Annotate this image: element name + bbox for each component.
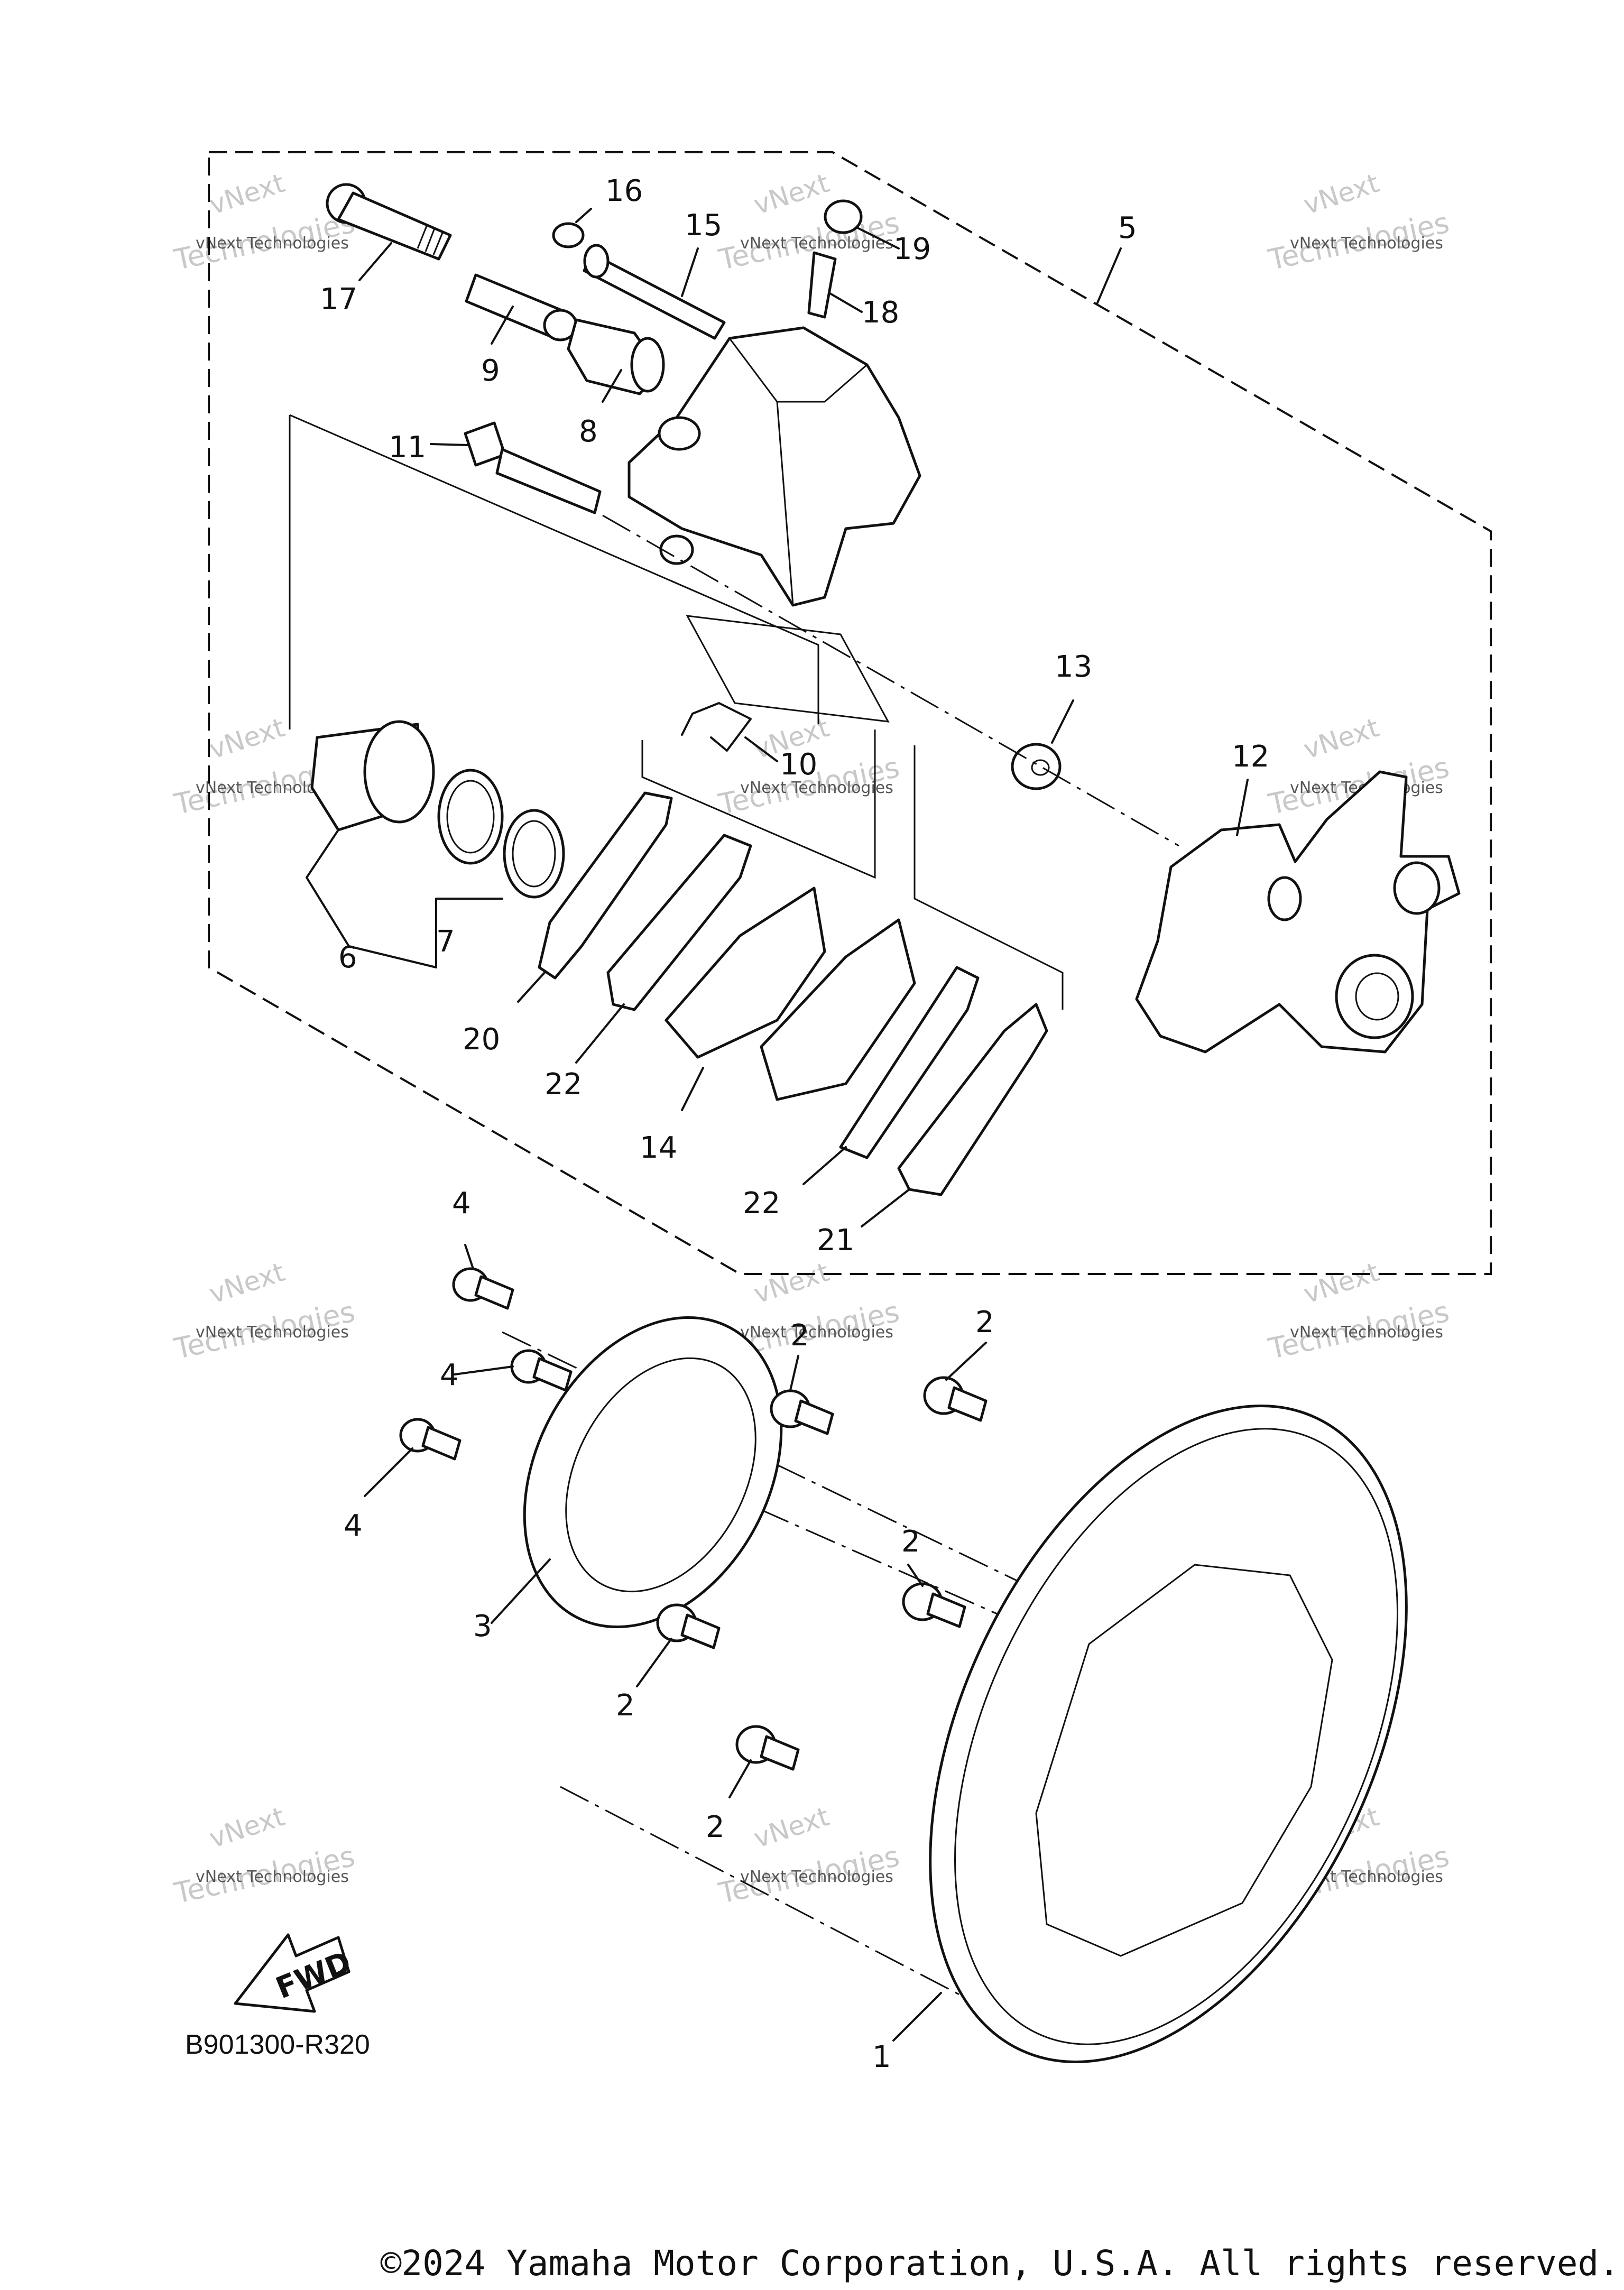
part-15-pin	[583, 244, 726, 340]
callout-2-d: 2	[616, 1688, 635, 1723]
callout-22-upper: 22	[545, 1067, 582, 1102]
part-16-plug	[552, 222, 585, 248]
callout-labels: 16 15 19 5 17 18 9 8 11 13 10 12 6 7 20 …	[320, 174, 1269, 2074]
callout-4-middle: 4	[440, 1358, 459, 1392]
callout-9: 9	[481, 354, 500, 388]
part-9-sleeve	[465, 273, 578, 341]
copyright-notice: ©2024 Yamaha Motor Corporation, U.S.A. A…	[380, 2243, 1620, 2284]
svg-text:vNext Technologies: vNext Technologies	[1290, 1323, 1443, 1342]
callout-3: 3	[473, 1609, 492, 1643]
part-11-bolt	[464, 421, 602, 514]
callout-14: 14	[640, 1131, 677, 1165]
center-line-caliper	[602, 514, 1179, 847]
part-4-bolt-upper	[452, 1267, 514, 1310]
part-4-bolt-middle	[510, 1349, 573, 1392]
part-2-bolt-d	[656, 1603, 721, 1649]
svg-text:vNext Technologies: vNext Technologies	[740, 234, 893, 253]
callout-2-b: 2	[975, 1305, 994, 1340]
part-21-shim	[897, 1003, 1048, 1196]
part-7-seal-inner	[437, 769, 504, 865]
part-22-shim-upper	[606, 834, 752, 1011]
part-3-sensor-rotor	[523, 1316, 783, 1629]
part-8-boot	[567, 318, 665, 395]
svg-text:vNext Technologies: vNext Technologies	[196, 1868, 349, 1886]
part-1-brake-disc	[929, 1405, 1408, 2063]
part-6-piston	[310, 720, 435, 832]
callout-1: 1	[872, 2040, 891, 2074]
callout-11: 11	[389, 430, 426, 465]
part-2-bolt-c	[902, 1582, 966, 1628]
callout-13: 13	[1055, 650, 1092, 684]
callout-10: 10	[780, 747, 817, 782]
part-19-bleed-cap	[824, 199, 863, 234]
leader-lines	[306, 208, 1249, 2042]
callout-5: 5	[1118, 211, 1137, 245]
callout-15: 15	[685, 208, 722, 243]
svg-text:vNext Technologies: vNext Technologies	[740, 779, 893, 797]
part-20-shim	[538, 791, 673, 980]
diagram-code: B901300-R320	[185, 2029, 370, 2060]
pad-group-frame	[641, 730, 1064, 1010]
part-7-seal-outer	[503, 809, 565, 899]
fwd-direction-arrow: FWD	[234, 1933, 356, 2013]
callout-12: 12	[1232, 740, 1269, 774]
svg-text:vNext: vNext	[1300, 712, 1383, 765]
svg-text:vNext Technologies: vNext Technologies	[196, 1323, 349, 1342]
callout-7: 7	[436, 925, 455, 959]
part-14-brake-pad-set	[665, 887, 916, 1101]
caliper-body	[628, 326, 921, 607]
callout-2-e: 2	[706, 1810, 725, 1844]
callout-20: 20	[463, 1022, 500, 1057]
caliper-assembly-boundary	[208, 151, 1492, 1275]
svg-text:vNext Technologies: vNext Technologies	[740, 1868, 893, 1886]
callout-2-c: 2	[901, 1525, 920, 1559]
part-12-caliper-bracket	[1135, 770, 1461, 1054]
svg-text:vNext: vNext	[1300, 1257, 1383, 1309]
part-17-bolt	[326, 183, 452, 261]
svg-text:vNext: vNext	[750, 1801, 833, 1854]
callout-4-lower: 4	[344, 1509, 363, 1543]
part-10-pad-spring	[681, 702, 752, 752]
part-2-bolt-e	[735, 1725, 800, 1771]
callout-22-lower: 22	[743, 1186, 780, 1221]
callout-8: 8	[579, 414, 598, 449]
svg-text:vNext: vNext	[206, 1257, 289, 1309]
svg-text:vNext: vNext	[750, 168, 833, 220]
svg-text:vNext Technologies: vNext Technologies	[1290, 234, 1443, 253]
callout-19: 19	[893, 232, 931, 266]
part-4-bolt-lower	[399, 1418, 462, 1461]
shim-outline	[686, 615, 890, 723]
callout-17: 17	[320, 282, 357, 317]
part-13-boot	[1011, 743, 1062, 790]
svg-text:vNext: vNext	[1300, 168, 1383, 220]
callout-16: 16	[605, 174, 643, 208]
callout-2-a: 2	[790, 1318, 809, 1353]
part-2-bolt-b	[923, 1376, 988, 1422]
svg-text:vNext Technologies: vNext Technologies	[740, 1323, 893, 1342]
svg-text:vNext: vNext	[206, 712, 289, 765]
svg-text:vNext: vNext	[206, 1801, 289, 1854]
callout-6: 6	[338, 940, 357, 975]
svg-text:vNext Technologies: vNext Technologies	[196, 234, 349, 253]
part-22-shim-lower	[839, 966, 980, 1159]
callout-18: 18	[862, 296, 899, 330]
callout-21: 21	[817, 1223, 854, 1258]
piston-group-frame	[289, 414, 819, 730]
callout-4-upper: 4	[452, 1186, 471, 1221]
svg-text:vNext: vNext	[750, 1257, 833, 1309]
svg-text:vNext: vNext	[206, 168, 289, 220]
part-18-bleed-screw	[807, 251, 837, 319]
